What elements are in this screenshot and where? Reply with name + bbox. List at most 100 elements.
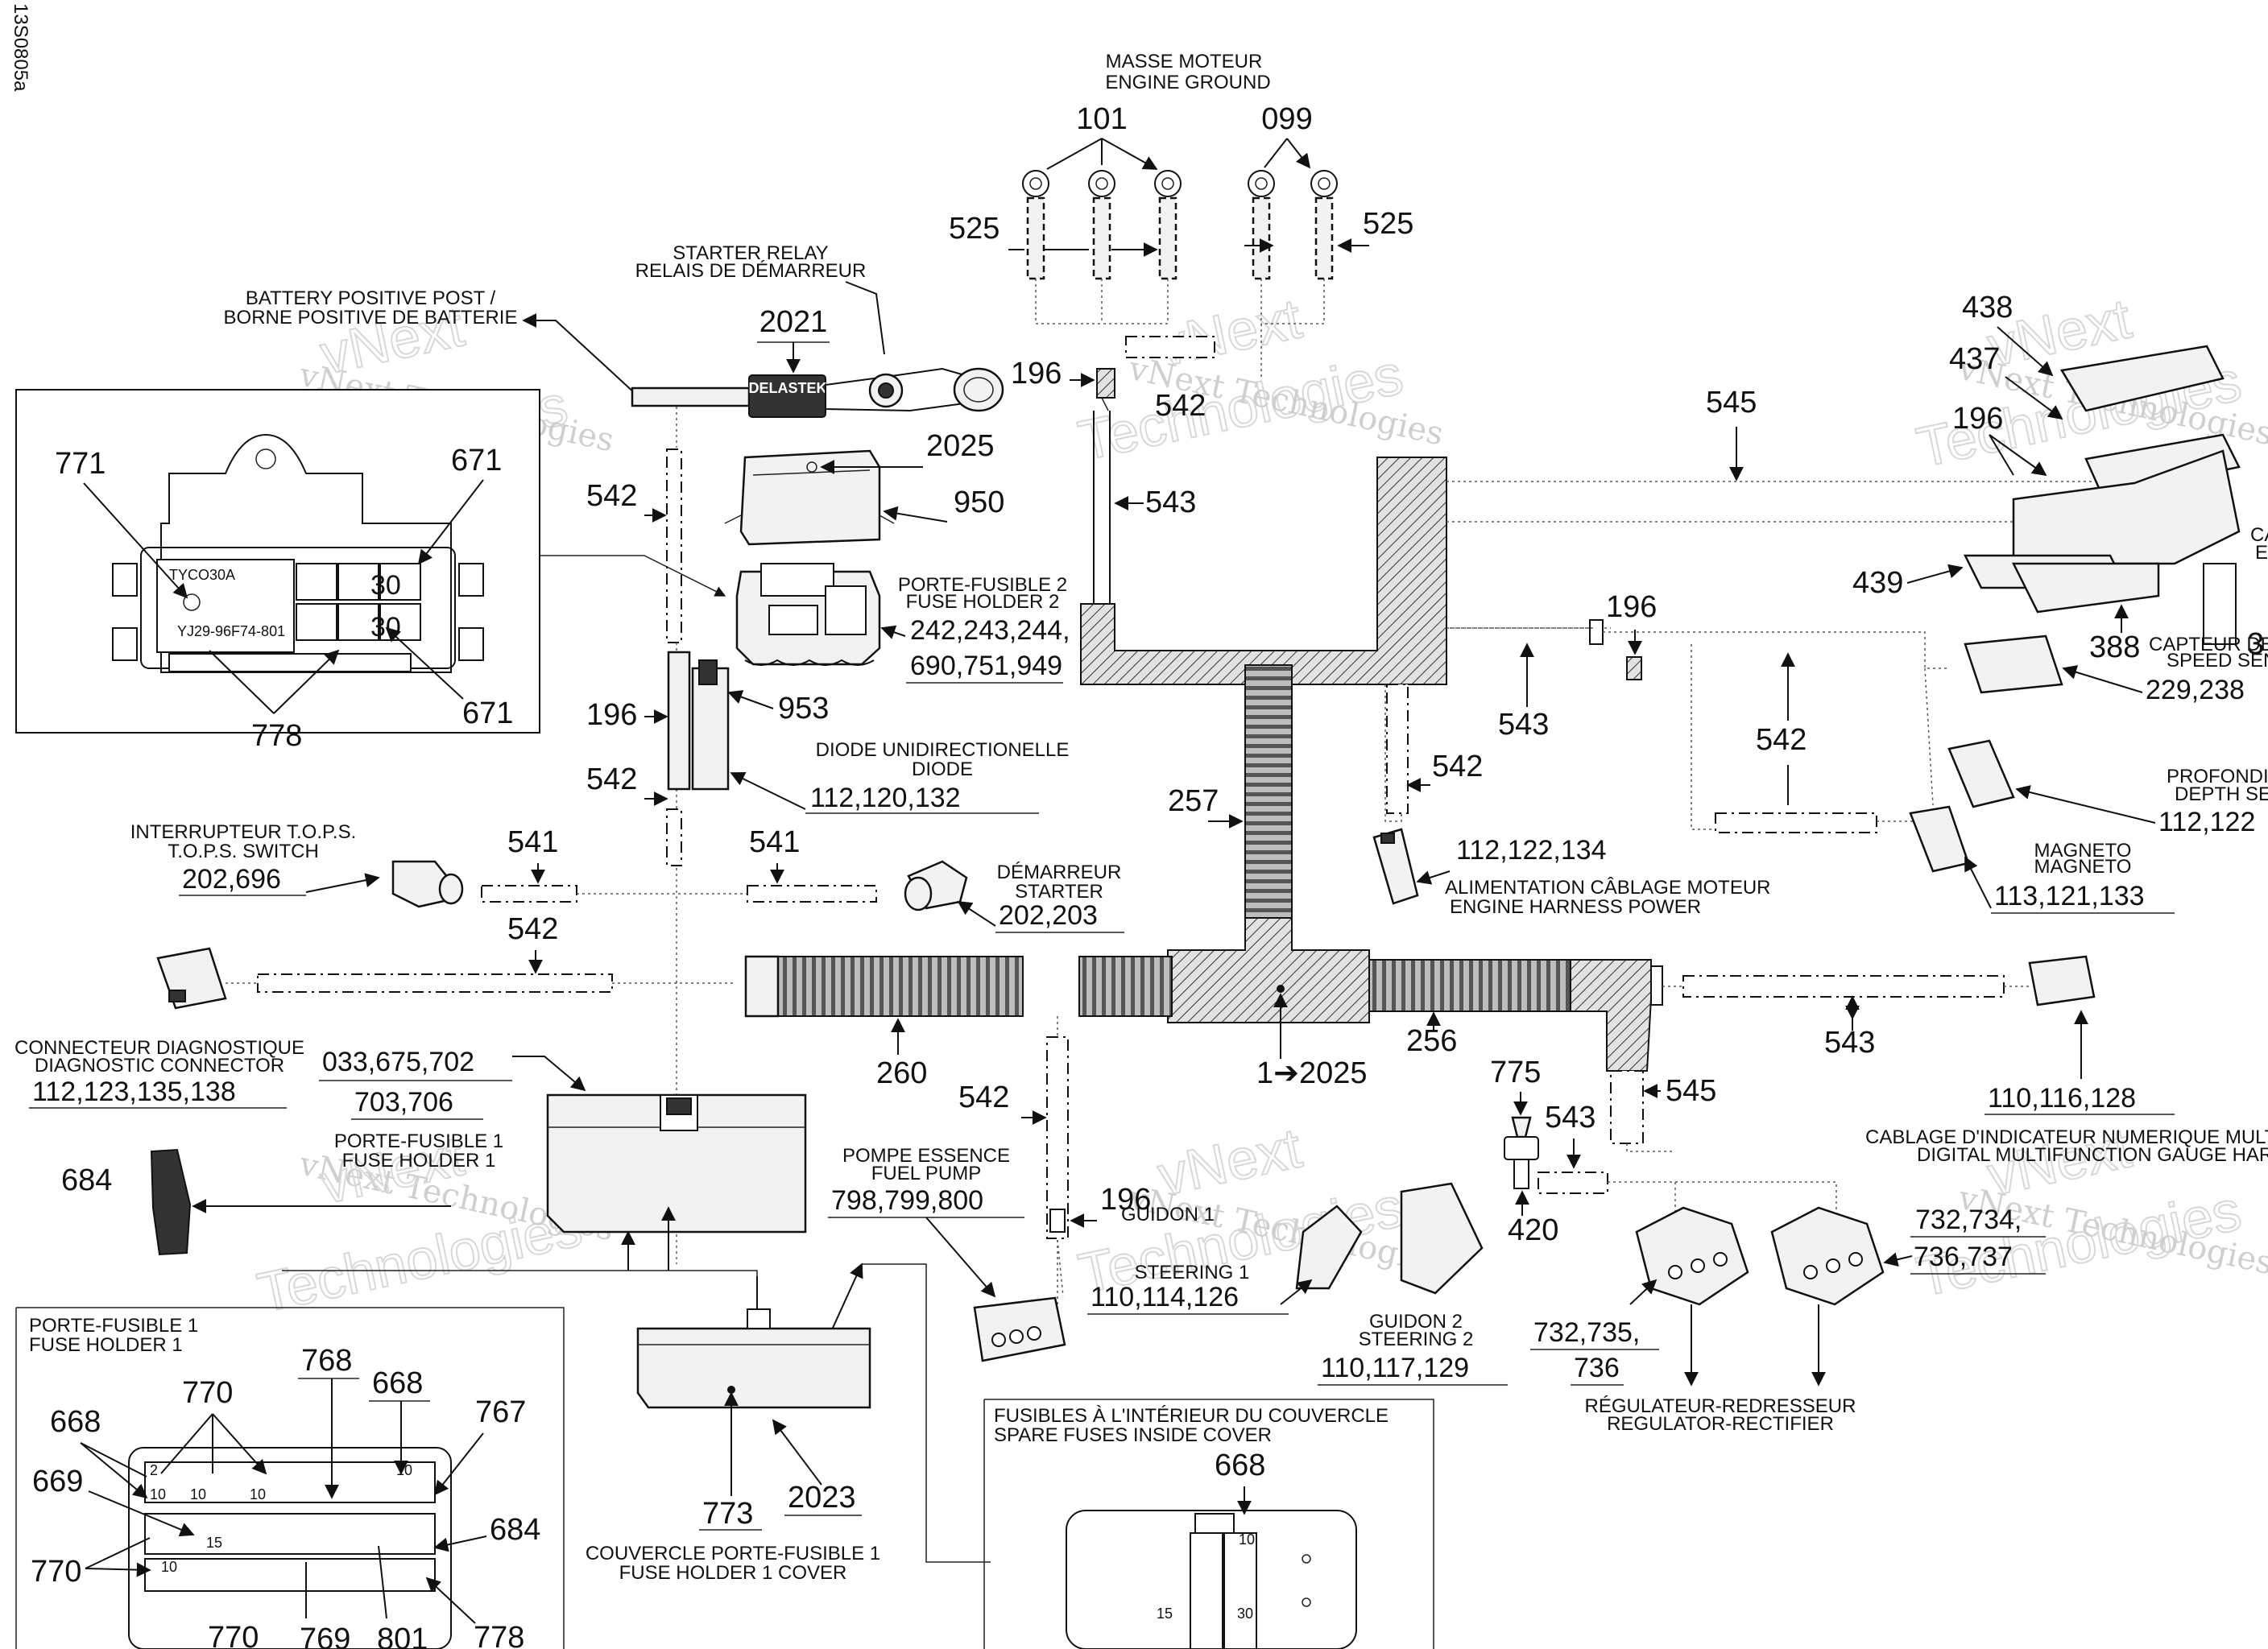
part-196-relay: 196 xyxy=(1011,357,1062,391)
diode-fr: DIODE UNIDIRECTIONELLE xyxy=(816,739,1070,761)
part-542-left-1: 542 xyxy=(586,479,637,513)
relay-inset-l1: YJ29-96F74-801 xyxy=(177,623,285,639)
part-543-fuse: 543 xyxy=(1545,1101,1595,1134)
gauge-en: DIGITAL MULTIFUNCTION GAUGE HARNES xyxy=(1917,1144,2268,1166)
spare-part: 668 xyxy=(1215,1449,1265,1482)
part-101: 101 xyxy=(1076,102,1127,136)
part-671-top: 671 xyxy=(451,444,502,477)
part-196-right: 196 xyxy=(1952,402,2003,436)
main-harness: 543 257 1➔2025 260 256 543 545 xyxy=(744,411,2175,1152)
fh2-numbers-2: 690,751,949 xyxy=(910,651,1062,681)
part-2023: 2023 xyxy=(788,1481,856,1515)
part-801: 801 xyxy=(377,1622,428,1649)
steering-2-connector xyxy=(1400,1182,1484,1295)
steering-1-connector xyxy=(1295,1205,1363,1290)
harness-hatched-u xyxy=(1080,457,1447,685)
part-775: 775 xyxy=(1490,1056,1541,1089)
fh1-fuse-15: 15 xyxy=(206,1535,222,1551)
part-542-diag: 542 xyxy=(507,912,558,946)
depth-numbers: 112,122 xyxy=(2158,807,2255,837)
depth-en: DEPTH SENS xyxy=(2175,783,2268,805)
magneto-en: MAGNETO xyxy=(2034,856,2132,878)
part-545-low: 545 xyxy=(1666,1074,1716,1108)
part-684-inset: 684 xyxy=(490,1513,540,1547)
partial-3: 3 xyxy=(2247,627,2264,661)
part-778-bottom: 778 xyxy=(474,1621,524,1649)
fh2-numbers-1: 242,243,244, xyxy=(910,615,1070,646)
part-767: 767 xyxy=(475,1395,526,1429)
inset-spare-fuses: FUSIBLES À L'INTÉRIEUR DU COUVERCLE SPAR… xyxy=(983,1399,1434,1649)
fh1-inset-en: FUSE HOLDER 1 xyxy=(29,1334,183,1356)
spare-fr: FUSIBLES À L'INTÉRIEUR DU COUVERCLE xyxy=(994,1405,1389,1427)
part-770-left: 770 xyxy=(31,1555,81,1589)
fuse-holder-2-cover xyxy=(739,449,881,546)
part-196-mid: 196 xyxy=(1606,590,1657,624)
fh1-numbers-1: 033,675,702 xyxy=(322,1047,474,1077)
fh1-inset-fr: PORTE-FUSIBLE 1 xyxy=(29,1315,198,1337)
relay-inset-l2: TYCO xyxy=(169,567,209,583)
part-770-top: 770 xyxy=(182,1376,233,1410)
magneto-connector xyxy=(1909,805,1970,873)
part-669: 669 xyxy=(32,1465,83,1498)
part-542-right-mid: 542 xyxy=(1756,723,1807,757)
right-top-group: 545 438 437 196 439 388 CA E 3 196 543 5… xyxy=(1372,291,2268,1166)
gauge-harness-connector xyxy=(2028,955,2096,1006)
part-196-left: 196 xyxy=(586,698,637,732)
part-1-to-2025: 1➔2025 xyxy=(1256,1056,1368,1090)
part-542-left-2: 542 xyxy=(586,763,637,796)
fh1-numbers-2: 703,706 xyxy=(354,1087,453,1118)
tops-numbers: 202,696 xyxy=(182,864,281,895)
tops-en: T.O.P.S. SWITCH xyxy=(168,841,319,862)
diagnostic-group: 542 CONNECTEUR DIAGNOSTIQUE DIAGNOSTIC C… xyxy=(14,912,733,1109)
harness-corrugated-mid xyxy=(1078,956,1173,1017)
ring-terminal-5 xyxy=(1310,170,1338,280)
steering2-en: STEERING 2 xyxy=(1359,1329,1474,1350)
starter-relay-en: STARTER RELAY xyxy=(673,242,828,264)
reg-numbers-b1: 732,734, xyxy=(1915,1205,2022,1235)
fuse-holder-1-group: 033,675,702 703,706 PORTE-FUSIBLE 1 FUSE… xyxy=(61,1047,991,1584)
inset-relay: TYCO 30A YJ29-96F74-801 30 30 771 671 67… xyxy=(15,389,726,753)
inset-fuse-holder-1: PORTE-FUSIBLE 1 FUSE HOLDER 1 2 10 10 10… xyxy=(15,1307,565,1649)
reg-en: REGULATOR-RECTIFIER xyxy=(1607,1413,1834,1435)
fuel-pump-connector xyxy=(973,1296,1066,1362)
fh1-fuse-10c: 10 xyxy=(250,1486,266,1502)
engine-ground-en: ENGINE GROUND xyxy=(1105,72,1270,93)
part-684: 684 xyxy=(61,1163,112,1197)
part-771: 771 xyxy=(55,447,106,481)
fh2-en: FUSE HOLDER 2 xyxy=(906,591,1060,613)
part-543-top: 543 xyxy=(1145,486,1196,519)
part-099: 099 xyxy=(1261,102,1312,136)
ground-harness-segment xyxy=(1125,336,1215,358)
watermark-small-2: vNext xyxy=(1153,287,1306,378)
speed-numbers: 229,238 xyxy=(2146,675,2245,705)
steering2-numbers: 110,117,129 xyxy=(1321,1353,1469,1383)
engine-harness-power-connector xyxy=(1372,828,1419,905)
harness-corrugated-257 xyxy=(1244,664,1293,924)
part-437: 437 xyxy=(1949,342,2000,376)
ehp-numbers: 112,122,134 xyxy=(1456,835,1607,866)
doc-code: 13S0805a xyxy=(10,3,31,92)
left-harness-column: 542 196 953 542 DIODE UNIDIRECTIONELLE D… xyxy=(586,407,1069,1264)
fh1-cover-en: FUSE HOLDER 1 COVER xyxy=(619,1562,847,1584)
part-525-left: 525 xyxy=(949,212,999,246)
fh1-cover-fr: COUVERCLE PORTE-FUSIBLE 1 xyxy=(586,1543,880,1564)
battery-cable xyxy=(631,386,751,407)
part-542-lower: 542 xyxy=(958,1081,1009,1114)
engine-ground-fr: MASSE MOTEUR xyxy=(1106,51,1263,72)
steering2-fr: GUIDON 2 xyxy=(1369,1311,1463,1333)
depth-fr: PROFONDIM xyxy=(2167,766,2268,787)
part-769: 769 xyxy=(300,1622,350,1649)
engine-ground-group: MASSE MOTEUR ENGINE GROUND 101 099 525 5… xyxy=(949,51,1413,423)
watermark-small-5: vNext xyxy=(1153,1116,1306,1207)
fuse-holder-1-body xyxy=(546,1093,807,1234)
part-770-bottom: 770 xyxy=(208,1621,259,1649)
magneto-numbers: 113,121,133 xyxy=(1994,881,2145,911)
tops-fr: INTERRUPTEUR T.O.P.S. xyxy=(130,821,357,843)
gauge-numbers: 110,116,128 xyxy=(1988,1083,2136,1114)
speed-en: SPEED SENS xyxy=(2167,650,2268,672)
fuse-holder-2-group: 2025 950 PORTE-FUSIBLE 2 FUSE HOLDER 2 2… xyxy=(724,429,1070,684)
part-545-top: 545 xyxy=(1706,386,1757,419)
part-778-inset: 778 xyxy=(251,719,302,753)
relay-brand: DELASTEK xyxy=(748,380,826,396)
diode-body xyxy=(691,667,730,791)
